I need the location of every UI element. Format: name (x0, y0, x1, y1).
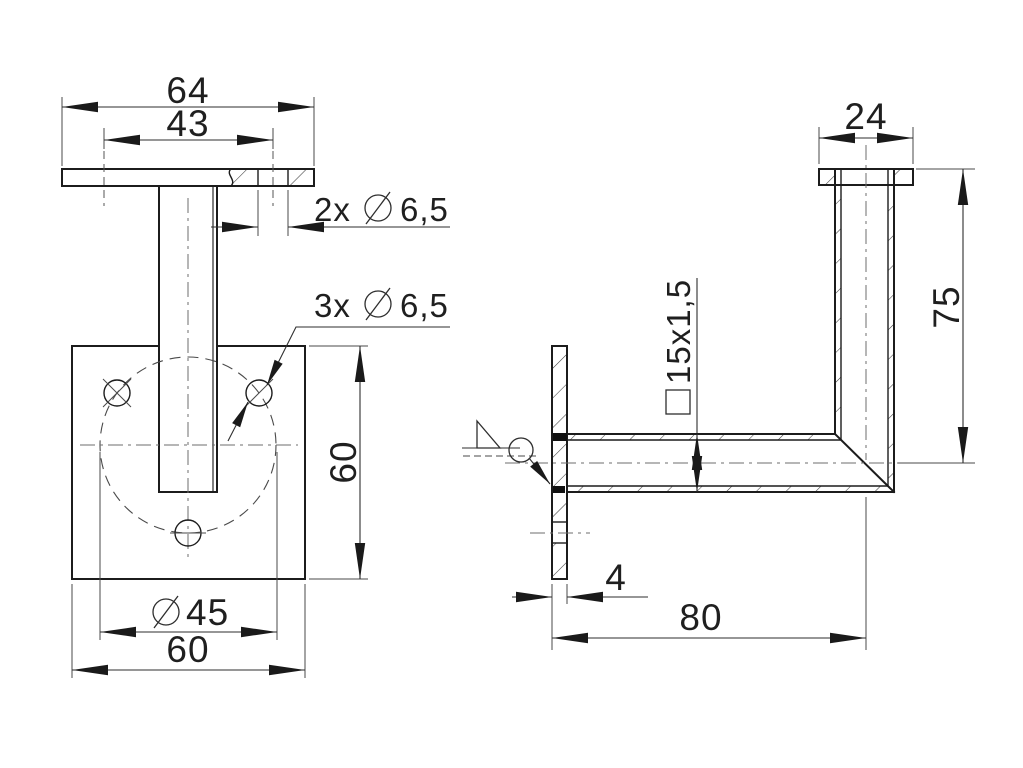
side-view: 24 75 15x1,5 4 80 (462, 96, 975, 650)
top-plate-section-hatch-right (288, 169, 314, 186)
tube-wall-hatch (567, 486, 889, 492)
weld-fillet (553, 433, 567, 441)
weld-all-around-icon (508, 437, 534, 463)
weld-leader-arrow (528, 457, 551, 485)
dim-saddle-width: 24 (844, 96, 887, 137)
dim-base-plate-height: 60 (323, 440, 364, 483)
bolt-hole-upper-right (245, 379, 273, 407)
square-symbol-icon (665, 389, 691, 415)
dim-wall-plate-thickness: 4 (605, 557, 627, 598)
dim-tube-section: 15x1,5 (660, 279, 697, 384)
diameter-symbol-icon (364, 191, 392, 225)
dim-base-holes-diameter: 6,5 (400, 287, 449, 324)
weld-fillet (553, 486, 565, 493)
top-plate-section-hatch-left (229, 169, 258, 186)
tube-wall-hatch (888, 186, 894, 486)
dim-top-holes-count: 2x (314, 191, 351, 228)
leader-line (227, 401, 249, 442)
tube-wall-hatch (835, 186, 841, 436)
diameter-symbol-icon (152, 595, 180, 629)
fillet-weld-icon (476, 419, 502, 449)
dim-base-holes-count: 3x (314, 287, 351, 324)
dim-top-plate-width: 64 (166, 70, 209, 111)
leader-line (266, 326, 450, 386)
dim-bracket-height: 75 (926, 285, 967, 328)
bolt-hole-upper-left (103, 379, 131, 407)
miter-joint-line (833, 432, 896, 494)
dim-bracket-depth: 80 (679, 597, 722, 638)
diameter-symbol-icon (364, 287, 392, 321)
dim-top-hole-spacing: 43 (166, 103, 209, 144)
dim-bolt-circle: 45 (186, 592, 229, 633)
front-view: 64 43 2x 6,5 3x 6,5 60 (61, 70, 450, 678)
break-line (228, 168, 234, 187)
wall-plate-hatch (552, 543, 567, 579)
saddle-plate-hatch (894, 169, 913, 185)
dim-top-holes-diameter: 6,5 (400, 191, 449, 228)
hole-cross-tick (102, 378, 132, 408)
top-plate-outline (61, 168, 315, 187)
dim-base-plate-width: 60 (166, 629, 209, 670)
saddle-plate-hatch (819, 169, 835, 185)
weld-symbol (462, 419, 551, 485)
